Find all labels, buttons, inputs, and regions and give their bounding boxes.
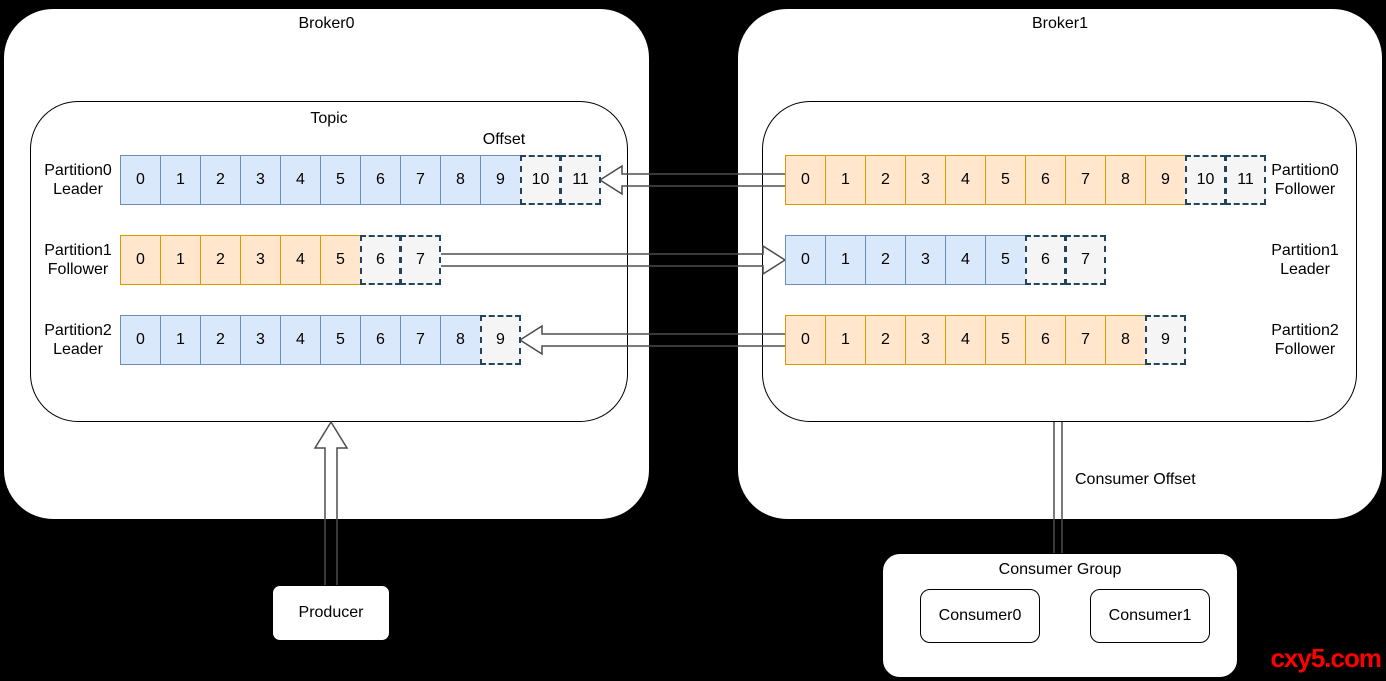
partition-cell: 2	[865, 155, 906, 205]
partition-cell: 6	[360, 315, 401, 365]
partition-cell: 0	[120, 315, 161, 365]
partition-label-line: Follower	[1274, 181, 1336, 198]
partition-cell: 0	[785, 155, 826, 205]
partition-label-line: Leader	[53, 181, 103, 198]
partition-label-line: Follower	[47, 261, 109, 278]
partition-cell: 8	[440, 155, 481, 205]
partition-label-line: Leader	[53, 341, 103, 358]
consumer-group-title: Consumer Group	[998, 561, 1122, 578]
partition-cell: 5	[320, 235, 361, 285]
partition-cell: 7	[400, 315, 441, 365]
partition-cell: 3	[240, 235, 281, 285]
partition-cell: 3	[240, 315, 281, 365]
consumer0-box: Consumer0	[920, 589, 1040, 643]
partition-cell: 3	[240, 155, 281, 205]
consumer-offset-label: Consumer Offset	[1075, 471, 1196, 488]
offset-label: Offset	[482, 131, 526, 148]
partition-cell: 6	[360, 235, 401, 285]
partition-label-line: Partition2	[1271, 322, 1339, 339]
partition-cell: 10	[1185, 155, 1226, 205]
partition-cell: 1	[825, 315, 866, 365]
partition-label-line: Partition0	[44, 162, 112, 179]
partition-cell: 6	[1025, 315, 1066, 365]
partition-cell: 11	[1225, 155, 1266, 205]
partition-cell: 2	[865, 235, 906, 285]
partition-cell: 0	[785, 315, 826, 365]
broker1-title: Broker1	[1031, 15, 1089, 32]
consumer1-box: Consumer1	[1090, 589, 1210, 643]
topic-title: Topic	[310, 110, 348, 127]
partition-cell: 5	[985, 155, 1026, 205]
partition-cell: 3	[905, 155, 946, 205]
partition-cell: 0	[785, 235, 826, 285]
partition-cell: 2	[200, 235, 241, 285]
partition-label-line: Partition1	[1271, 242, 1339, 259]
partition-cell: 7	[1065, 315, 1106, 365]
partition-label-line: Partition2	[44, 322, 112, 339]
partition-cell: 5	[985, 315, 1026, 365]
broker0-title: Broker0	[298, 15, 355, 32]
partition-cell: 8	[440, 315, 481, 365]
partition-cell: 10	[520, 155, 561, 205]
partition-cell: 2	[865, 315, 906, 365]
partition-cell: 6	[1025, 235, 1066, 285]
producer-label: Producer	[298, 604, 364, 621]
partition-cell: 0	[120, 155, 161, 205]
partition-cell: 2	[200, 155, 241, 205]
partition-cell: 1	[160, 155, 201, 205]
partition-cell: 7	[400, 155, 441, 205]
partition-label-line: Leader	[1280, 261, 1330, 278]
broker1-topic-title	[763, 102, 1356, 110]
partition-cell: 7	[1065, 235, 1106, 285]
partition-cell: 5	[985, 235, 1026, 285]
partition-cell: 3	[905, 235, 946, 285]
partition-cell: 9	[1145, 315, 1186, 365]
partition-label-line: Partition1	[44, 242, 112, 259]
partition-cell: 1	[825, 235, 866, 285]
partition-cell: 4	[945, 315, 986, 365]
partition-cell: 7	[400, 235, 441, 285]
partition-label-line: Partition0	[1271, 162, 1339, 179]
partition-cell: 5	[320, 155, 361, 205]
producer-box: Producer	[272, 585, 390, 641]
partition-cell: 3	[905, 315, 946, 365]
partition-cell: 11	[560, 155, 601, 205]
partition-cell: 4	[280, 315, 321, 365]
watermark: cxy5.com	[1270, 643, 1382, 673]
partition-cell: 2	[200, 315, 241, 365]
partition-cell: 9	[480, 155, 521, 205]
partition-cell: 9	[1145, 155, 1186, 205]
partition-cell: 1	[160, 315, 201, 365]
partition-cell: 4	[280, 155, 321, 205]
partition-cell: 4	[945, 155, 986, 205]
partition-label-line: Follower	[1274, 341, 1336, 358]
partition-cell: 5	[320, 315, 361, 365]
partition-cell: 0	[120, 235, 161, 285]
partition-cell: 6	[1025, 155, 1066, 205]
partition-cell: 7	[1065, 155, 1106, 205]
partition-cell: 1	[825, 155, 866, 205]
partition-cell: 4	[945, 235, 986, 285]
partition-cell: 8	[1105, 315, 1146, 365]
consumer1-label: Consumer1	[1108, 607, 1192, 624]
consumer0-label: Consumer0	[938, 607, 1022, 624]
partition-cell: 9	[480, 315, 521, 365]
partition-cell: 4	[280, 235, 321, 285]
partition-cell: 1	[160, 235, 201, 285]
partition-cell: 6	[360, 155, 401, 205]
partition-cell: 8	[1105, 155, 1146, 205]
